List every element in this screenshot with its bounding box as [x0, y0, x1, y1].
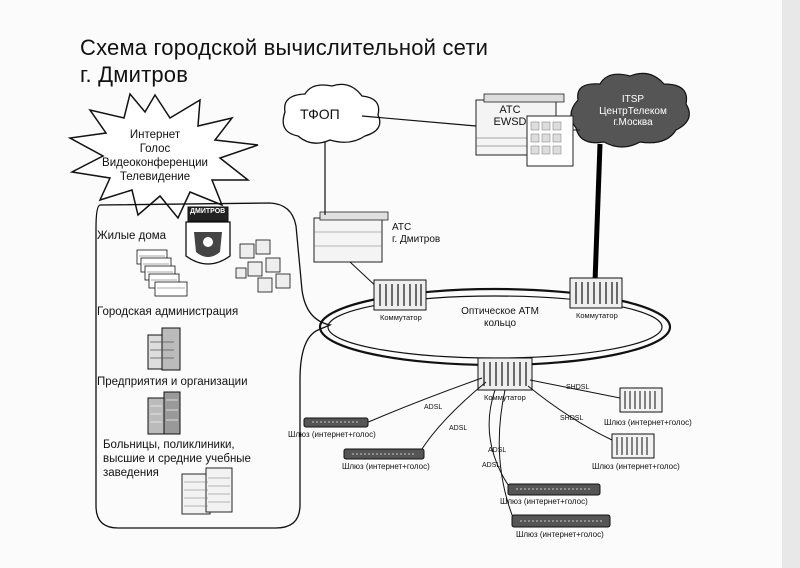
adsl-label-4: ADSL	[482, 462, 501, 469]
service-internet: Интернет	[129, 129, 181, 141]
adsl-label-2: ADSL	[449, 425, 468, 432]
ats-ewsd-label: АТС EWSD	[492, 104, 528, 128]
itsp-label: ITSP ЦентрТелеком г.Москва	[588, 94, 678, 129]
ats-dmitrov-equipment	[313, 211, 389, 263]
enterprise-buildings-icon	[147, 391, 181, 435]
service-voice: Голос	[139, 143, 171, 155]
switch-left	[373, 279, 427, 311]
category-residential: Жилые дома	[97, 230, 167, 242]
category-enterprises: Предприятия и организации	[97, 376, 248, 388]
itsp-line-2: ЦентрТелеком	[599, 105, 667, 117]
scan-edge	[782, 0, 800, 568]
ring-label: Оптическое АТМ кольцо	[455, 306, 545, 330]
ats-dmitrov-line-2: г. Дмитров	[392, 234, 441, 245]
emblem-label: ДМИТРОВ	[190, 208, 226, 215]
hospital-school-buildings-icon	[181, 467, 233, 515]
gateway-6	[611, 433, 655, 459]
ats-ewsd-line-1: АТС	[499, 104, 521, 116]
category-administration: Городская администрация	[97, 306, 239, 318]
ats-ewsd-line-2: EWSD	[493, 116, 527, 128]
service-tv: Телевидение	[119, 171, 191, 183]
gateway-3	[507, 483, 601, 496]
itsp-line-3: г.Москва	[613, 117, 653, 128]
itsp-line-1: ITSP	[621, 94, 645, 105]
shdsl-label-1: SHDSL	[566, 384, 590, 391]
adsl-label-3: ADSL	[488, 447, 507, 454]
houses-icon	[235, 239, 291, 293]
uplink-itsp	[592, 143, 603, 283]
gateway-6-label: Шлюз (интернет+голос)	[592, 462, 680, 471]
ats-dmitrov-line-1: АТС	[392, 222, 412, 233]
switch-bottom-label: Коммутатор	[484, 393, 526, 402]
category-hospitals-line-2: высшие и средние учебные	[103, 453, 251, 465]
gateway-2	[343, 448, 425, 460]
category-hospitals-line-3: заведения	[103, 467, 159, 479]
administration-building-icon	[147, 327, 181, 371]
dmitrov-emblem	[185, 206, 231, 265]
gateway-2-label: Шлюз (интернет+голос)	[342, 462, 430, 471]
pstn-label: ТФОП	[300, 106, 340, 122]
consumers-panel	[95, 202, 333, 529]
ats-ewsd-equipment	[475, 93, 574, 167]
pstn-cloud	[282, 83, 381, 144]
gateway-5-label: Шлюз (интернет+голос)	[604, 418, 692, 427]
services-starburst	[67, 92, 259, 220]
switch-bottom	[477, 357, 533, 391]
title-line-2: г. Дмитров	[80, 62, 189, 87]
link-pstn-ewsd	[361, 115, 477, 127]
adsl-label-1: ADSL	[424, 404, 443, 411]
title-line-1: Схема городской вычислительной сети	[80, 35, 489, 60]
ring-label-line-2: кольцо	[483, 318, 517, 329]
gateway-3-label: Шлюз (интернет+голос)	[500, 497, 588, 506]
category-hospitals-line-1: Больницы, поликлиники,	[103, 439, 235, 451]
shdsl-label-2: SHDSL	[560, 415, 584, 422]
gateway-4-label: Шлюз (интернет+голос)	[516, 530, 604, 539]
services-text: Интернет Голос Видеоконференции Телевиде…	[80, 128, 230, 184]
gateway-1-label: Шлюз (интернет+голос)	[288, 430, 376, 439]
itsp-cloud	[570, 72, 690, 148]
ring-label-line-1: Оптическое АТМ	[461, 306, 539, 317]
switch-right	[569, 277, 623, 309]
gateway-5	[619, 387, 663, 413]
gateway-1	[303, 417, 369, 428]
access-links	[365, 377, 621, 521]
apartment-blocks-icon	[136, 249, 188, 297]
switch-left-label: Коммутатор	[380, 313, 422, 322]
ats-dmitrov-label: АТС г. Дмитров	[392, 222, 440, 246]
page-title: Схема городской вычислительной сети г. Д…	[80, 34, 488, 88]
switch-right-label: Коммутатор	[576, 311, 618, 320]
service-videoconf: Видеоконференции	[102, 157, 208, 169]
gateway-4	[511, 514, 611, 528]
